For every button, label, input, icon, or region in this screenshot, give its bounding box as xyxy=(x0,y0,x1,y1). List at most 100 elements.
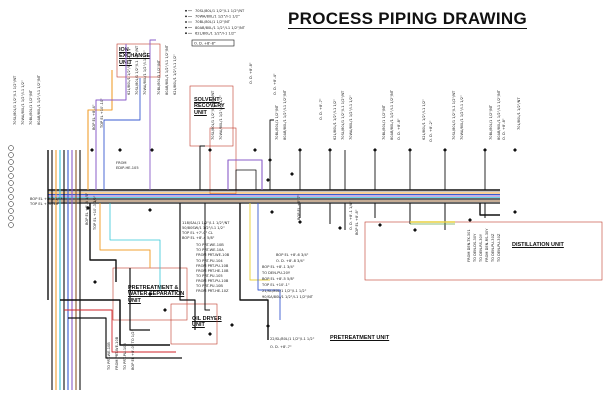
valve-27 xyxy=(93,280,97,284)
line-number-circle-1 xyxy=(8,152,14,158)
tag-pt_9: TO PRT-PU-10B xyxy=(195,284,223,288)
line-number-circle-2 xyxy=(8,159,14,165)
tag-pt_16: 90/SA/80L/1 1/2"/I-1 1/2"/NT xyxy=(262,295,314,299)
valve-25 xyxy=(266,324,270,328)
line-tag-14: 62L/80L/1 1/2"/I-1 1/2" xyxy=(333,99,337,140)
line-tag-10: 70SL/80L/1 1/2"/I-1 1/2"/NT xyxy=(211,90,215,140)
unit-label-line: DISTILLATION UNIT xyxy=(512,242,564,248)
riser-ion-purple xyxy=(95,44,127,190)
pretreat-link xyxy=(129,268,150,331)
line-number-circle-6 xyxy=(8,187,14,193)
line-tag-13: 80AB/80L/1 1/2"/I-1 1/2"/NT xyxy=(283,89,287,140)
lower-bundle-3 xyxy=(68,317,182,359)
tag-right_stack: 70L/80L/1 1/2"/NT xyxy=(517,97,521,130)
unit-boundary xyxy=(364,221,603,281)
tag-pt_11: BOP EL +8'-1 3/4" xyxy=(262,265,295,269)
legend-bullet-3 xyxy=(185,26,187,29)
unit-boundary xyxy=(116,43,161,78)
valve-29 xyxy=(290,172,294,176)
tag-pt_3: FROM PRT-WE-10B xyxy=(196,253,230,257)
unit-boundary xyxy=(170,303,218,345)
tag-top_1: TOP EL +10'-10" xyxy=(100,98,104,129)
tag-right_od_2: O. D. +8'-8" xyxy=(397,118,401,140)
tag-pw_3: TO PRT-PU-10B xyxy=(123,343,127,371)
distillation-end xyxy=(479,203,500,216)
line-tag-18: 80AB/80L/1 1/2"/I-1 1/2"/NT xyxy=(390,89,394,140)
tag-dist_1: FROM DEN-TK-301 xyxy=(467,229,471,262)
lower-bundle-2 xyxy=(64,309,176,353)
unit-label-line: PRETREATMENT UNIT xyxy=(330,335,390,341)
riser-ion-top xyxy=(149,39,156,190)
riser-ion-orange xyxy=(87,70,113,190)
valve-22 xyxy=(148,292,152,296)
unit-label-line: EXCHANGE xyxy=(119,53,151,60)
tag-left_2: TOP EL +10'-10" xyxy=(29,202,60,206)
tag-od_1: O. D. +8'-8" xyxy=(249,62,253,84)
unit-label-line: UNIT xyxy=(194,109,207,116)
valve-21 xyxy=(513,210,517,214)
legend-bullet-0 xyxy=(185,9,187,12)
tag-stack_a: 118/SAL/1 1/2"/I-1 1/2"/NT xyxy=(182,221,230,225)
tag-stack_d: BOP EL +8'-4 5/8" xyxy=(182,236,215,240)
tag-pt_10: FROM PRT-HE-10Z xyxy=(196,289,229,293)
line-number-circle-3 xyxy=(8,166,14,172)
valve-28 xyxy=(266,178,270,182)
line-tag-12: 70BL/80L/1 1/2"/NT xyxy=(275,104,279,140)
loop-solvent-inner xyxy=(235,169,257,190)
valve-2 xyxy=(150,148,154,152)
tag-stack_c: TOP EL +7'-0" CL xyxy=(181,231,213,235)
lower-bundle-1 xyxy=(60,299,170,346)
valve-23 xyxy=(163,308,167,312)
valve-26 xyxy=(230,323,234,327)
line-tag-15: 70SL/80L/1 1/2"/I-1 1/2"/NT xyxy=(341,90,345,140)
loop-solvent xyxy=(227,159,263,190)
tag-left_1: BOP EL +8'-8 1/4" xyxy=(30,197,63,201)
tag-from_2: EDIP-HE-105 xyxy=(116,166,139,170)
valve-8 xyxy=(373,148,377,152)
riser-solvent xyxy=(199,145,205,190)
line-tag-17: 70BL/80L/1 1/2"/NT xyxy=(382,104,386,140)
unit-label-distillation: DISTILLATION UNIT xyxy=(512,242,564,248)
riser-ion-blue xyxy=(103,78,141,190)
valve-0 xyxy=(90,148,94,152)
legend-line-1: 70WA/80L/1 1/2"/I-1 1/2" xyxy=(195,15,240,19)
tag-pt_12: TO DEN-PU-20Y xyxy=(261,271,291,275)
line-number-circle-11 xyxy=(8,222,14,228)
tag-bop_2: BOP EL +8'-5 3/4" xyxy=(85,192,89,225)
line-tag-9: 62L/80L/1 1/2"/I-1 1/2" xyxy=(173,54,177,95)
valve-6 xyxy=(298,148,302,152)
riser-solvent-2 xyxy=(269,119,274,190)
line-number-circle-9 xyxy=(8,208,14,214)
line-tag-19: 62L/80L/1 1/2"/I-1 1/2" xyxy=(422,99,426,140)
drop-pretreat-3 xyxy=(109,203,161,290)
tag-dist_2: TO DEN-DS-30Y xyxy=(473,233,477,263)
tag-od_6: O. D. +8'-7" xyxy=(270,345,292,349)
unit-label-line: ION- xyxy=(119,47,131,53)
line-tag-8: 80AB/80L/1 1/2"/I-1 1/2"/NT xyxy=(165,44,169,95)
page-title: PROCESS PIPING DRAWING xyxy=(288,9,527,29)
tag-mid_2: BOP EL +8'-8" xyxy=(355,209,359,235)
drop-pretreat-2 xyxy=(99,203,151,268)
tag-pt_19: BOP EL +8'-7" xyxy=(297,194,301,220)
unit-label-line: PRETREATMENT & xyxy=(128,285,179,291)
valve-7 xyxy=(328,148,332,152)
drop-pretreat-1 xyxy=(89,203,117,282)
valve-10 xyxy=(443,148,447,152)
legend-line-2: 70BL/80L/1 1/2"/NT xyxy=(195,20,231,24)
tag-od_2: O. D. +8'-4" xyxy=(273,73,277,95)
line-tag-11: 70WA/80L/1 1/2"/I-1 1/2" xyxy=(219,95,223,140)
tag-od_3: O. D. +8'-7" xyxy=(319,98,323,120)
valve-4 xyxy=(253,148,257,152)
tag-pt_8: FROM PRT-PU-10B xyxy=(196,279,229,283)
tag-pw_2: FROM PRT-WE-10B xyxy=(115,336,119,370)
tag-dist_6: TO DEN-PU-30Z xyxy=(497,233,501,263)
line-tag-16: 70WA/80L/1 1/2"/I-1 1/2" xyxy=(349,95,353,140)
tag-pw_4: BOP EL +8'-0" TO 1/2" xyxy=(131,329,135,370)
line-tag-5: 70SL/80L/1 1/2"/I-1 1/2"/NT xyxy=(135,45,139,95)
tag-pt_6: FROM PRT-HE-10B xyxy=(196,269,229,273)
tag-pt_7: TO PRT-PU-105 xyxy=(195,274,223,278)
valve-17 xyxy=(338,226,342,230)
